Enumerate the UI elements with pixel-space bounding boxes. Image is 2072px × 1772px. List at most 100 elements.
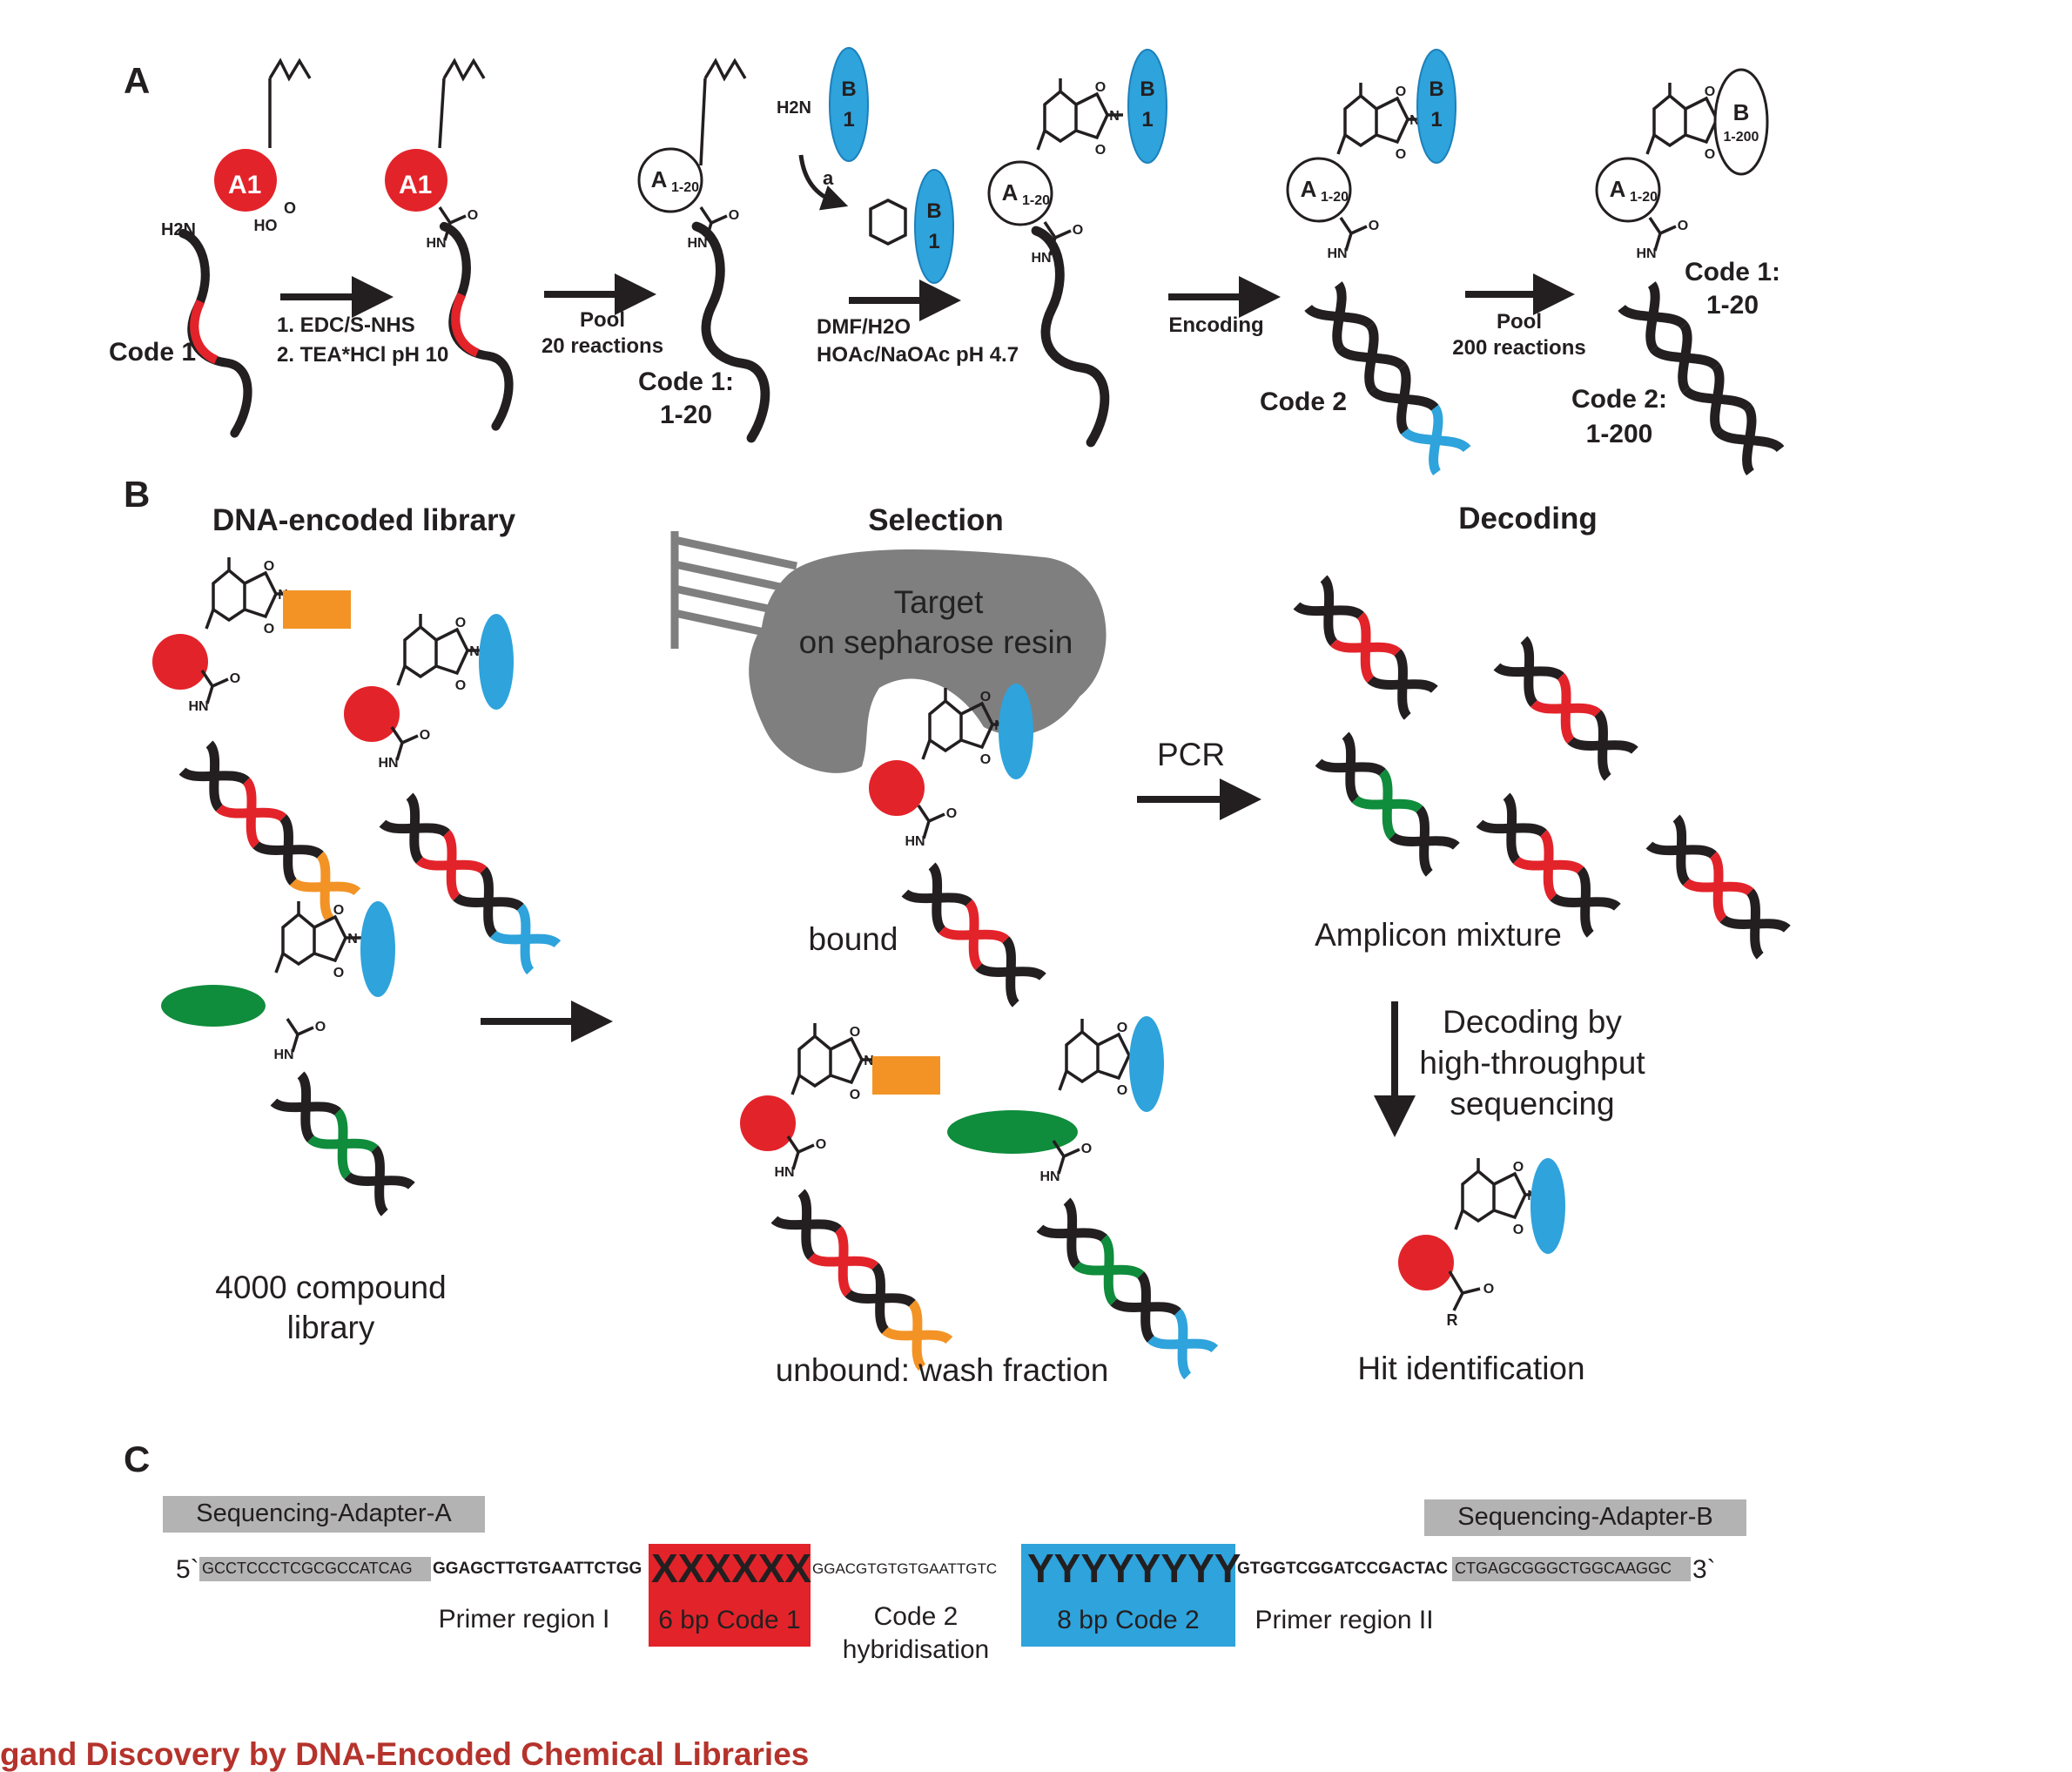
building-block-a-green (161, 985, 266, 1027)
diene-chain (268, 57, 312, 148)
helix-strand-b (1389, 832, 1460, 851)
helix-strand-b (1036, 1224, 1107, 1243)
building-block-a-pool (1286, 157, 1352, 223)
amide-linker: OHN (426, 206, 478, 251)
atom-r: R (1447, 1311, 1458, 1329)
atom-o: O (230, 671, 240, 686)
reagent-a-label: a (823, 167, 834, 189)
helix-strand-b (1512, 856, 1584, 874)
helix-strand-b (1073, 1261, 1145, 1279)
acyl-bonds (1448, 1270, 1481, 1311)
norbornene-scaffold-icon: OON (1336, 83, 1423, 162)
helix-strand-b (901, 889, 972, 907)
bound-label: bound (808, 921, 898, 957)
atom-h2n: H2N (777, 98, 811, 118)
dna-helix-icon (770, 1189, 953, 1371)
code2-box (1021, 1544, 1235, 1647)
step2-line1: DMF/H2O (817, 315, 911, 339)
amide-linker: OHN (905, 805, 957, 849)
adapter-b-seq-bg (1452, 1557, 1691, 1581)
resin-bar (674, 536, 797, 570)
seq-adapter-a: GCCTCCCTCGCGCCATCAG (202, 1560, 413, 1577)
atom-o: O (284, 199, 296, 217)
linker-bond (1336, 134, 1347, 155)
linker-bond (1058, 1070, 1068, 1091)
helix-strand-b (1304, 304, 1375, 329)
code1-range-line1: Code 1: (637, 367, 735, 396)
dna-helix-icon (901, 862, 1046, 1007)
helix-strand-b (1714, 428, 1785, 453)
helix-strand-b (975, 962, 1046, 981)
atom-hn: HN (1636, 246, 1656, 261)
helix-strand-b (770, 1216, 842, 1234)
helix-strand-b (270, 1098, 341, 1116)
amide-bonds (200, 670, 229, 704)
primer2-label: Primer region II (1255, 1606, 1434, 1634)
atom-hn: HN (426, 236, 446, 251)
building-block-b-blue (1530, 1158, 1565, 1254)
norbornene-scaffold-icon: OON (205, 557, 292, 637)
panel-c-label: C (124, 1438, 151, 1479)
dna-helix-icon (1618, 281, 1785, 476)
building-block-b-blue (1129, 1016, 1164, 1112)
amide-bonds (699, 206, 728, 241)
seq-primer-2: GTGGTCGGATCCGACTAC (1237, 1560, 1449, 1578)
atom-o: O (729, 208, 739, 223)
adapter-a-label: Sequencing-Adapter-A (196, 1499, 452, 1527)
bb-b-sub: 1-200 (1724, 130, 1759, 145)
helix-strand-b (881, 1326, 953, 1344)
helix-strand-b (1567, 736, 1638, 755)
helix-strand-b (1315, 758, 1386, 777)
atom-o: O (1369, 219, 1379, 233)
footer-title: gand Discovery by DNA-Encoded Chemical L… (0, 1736, 810, 1772)
pool20-line2: 20 reactions (541, 334, 664, 358)
atom-o: O (1117, 1083, 1127, 1098)
bb-b-letter: B (1429, 77, 1443, 101)
atom-o: O (1705, 147, 1715, 162)
seq-code-1: XXXXXX (651, 1546, 812, 1591)
library-size-line1: 4000 compound (215, 1270, 447, 1305)
atom-o: O (1483, 1282, 1494, 1297)
atom-hn: HN (378, 756, 398, 771)
atom-o: O (816, 1137, 826, 1152)
building-block-a1 (214, 149, 277, 212)
linker-bond (790, 1075, 801, 1095)
atom-o: O (333, 966, 344, 980)
dna-helix-icon (379, 792, 562, 975)
helix-strand-b (844, 1289, 916, 1308)
library-size-line2: library (286, 1310, 375, 1345)
maleimide-ring (869, 199, 907, 246)
atom-o: O (980, 752, 991, 767)
helix-strand-b (1550, 893, 1621, 912)
atom-o: O (455, 678, 466, 693)
atom-o: O (420, 728, 430, 743)
helix-strand-b (1401, 428, 1471, 453)
building-block-a-red (152, 634, 208, 690)
building-block-a-pool (637, 147, 703, 213)
helix-strand-b (252, 840, 324, 859)
bb-b-letter: B (841, 77, 856, 101)
atom-o: O (1396, 84, 1406, 99)
helix-strand-b (415, 856, 488, 874)
bb-b-num: 1 (1430, 108, 1442, 131)
amide-linker: O HN (378, 726, 430, 771)
encoding-label: Encoding (1168, 313, 1264, 337)
arrow-curved-icon (798, 154, 849, 211)
atom-o: O (1513, 1223, 1524, 1237)
bb-a-letter: A (651, 166, 668, 192)
helix-strand-b (1367, 675, 1438, 694)
final-code2-line2: 1-200 (1585, 420, 1653, 448)
target-line1: Target (893, 584, 984, 620)
atom-o: O (315, 1020, 326, 1034)
helix-strand-b (215, 804, 287, 822)
amide-linker: OHN (273, 1018, 326, 1062)
atom-o: O (264, 622, 274, 637)
helix-strand-b (1493, 663, 1564, 681)
final-code1-line2: 1-20 (1705, 291, 1759, 320)
library-title: DNA-encoded library (212, 503, 516, 537)
diene-chain (699, 57, 747, 166)
linker-bond (1036, 130, 1046, 151)
seq-primer-1: GGAGCTTGTGAATTCTGG (433, 1560, 642, 1578)
amide-bonds (286, 1018, 314, 1053)
